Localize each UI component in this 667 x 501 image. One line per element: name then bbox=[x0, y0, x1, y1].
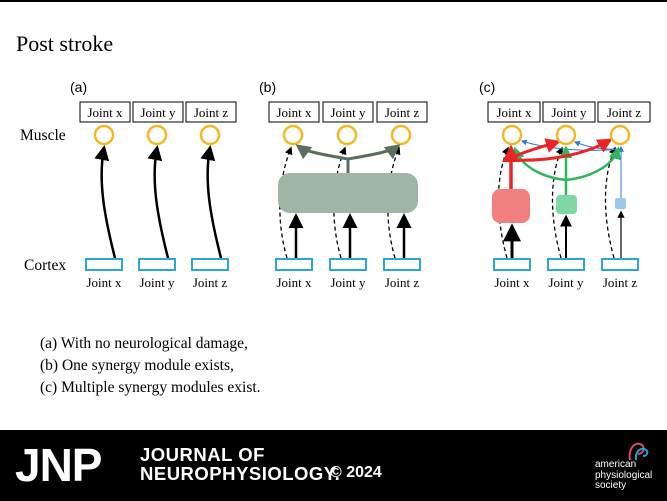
muscle-level-label: Muscle bbox=[20, 127, 66, 144]
panel-c-muscle-x bbox=[501, 124, 523, 146]
panel-c-joint-y-top: Joint y bbox=[551, 105, 587, 120]
society-line3: society bbox=[595, 480, 627, 491]
panel-c-module-red bbox=[492, 189, 530, 223]
panel-a-cortex-y bbox=[138, 258, 176, 271]
panel-a-joint-z-bottom: Joint z bbox=[193, 275, 228, 290]
panel-a-arrow-y bbox=[147, 145, 170, 259]
journal-name-line1: JOURNAL OF bbox=[140, 444, 265, 465]
journal-name-line2: NEUROPHYSIOLOGY. bbox=[140, 463, 341, 484]
panel-b-label: (b) bbox=[259, 79, 276, 95]
panel-a-joint-x-top: Joint x bbox=[87, 105, 123, 120]
panel-b-cortex-y bbox=[329, 258, 367, 271]
synergy-diagram: Muscle Cortex (a) Joint x Joint y Joint … bbox=[20, 79, 651, 290]
panel-b-joint-x-bottom: Joint x bbox=[276, 275, 312, 290]
panel-a-joint-y-box bbox=[132, 101, 184, 123]
panel-c-joint-z-top: Joint z bbox=[607, 105, 642, 120]
panel-c-cortex-z bbox=[601, 258, 639, 271]
panel-b-module-out-right bbox=[347, 144, 401, 161]
journal-footer: JNP JOURNAL OF NEUROPHYSIOLOGY. © 2024 a… bbox=[0, 430, 667, 501]
panel-b-muscle-x bbox=[282, 124, 304, 146]
panel-c-red-arrow-to-y bbox=[510, 138, 561, 160]
panel-a-arrow-z bbox=[200, 145, 223, 259]
panel-c-muscle-y bbox=[555, 124, 577, 146]
panel-a-muscle-y bbox=[146, 124, 168, 146]
panel-b-joint-z-bottom: Joint z bbox=[385, 275, 420, 290]
panel-b: (b) Joint x Joint y Joint z Joint x Join… bbox=[259, 79, 428, 290]
panel-c-module-green bbox=[556, 195, 577, 214]
journal-name: JOURNAL OF NEUROPHYSIOLOGY. bbox=[140, 445, 340, 483]
panel-b-synergy-module bbox=[278, 173, 418, 213]
panel-a-cortex-x bbox=[85, 258, 123, 271]
figure-title: Post stroke bbox=[16, 31, 114, 56]
panel-b-muscle-y bbox=[336, 124, 358, 146]
panel-c-joint-x-box bbox=[487, 101, 541, 123]
society-name: american physiological society bbox=[595, 459, 653, 492]
panel-a-joint-y-bottom: Joint y bbox=[139, 275, 175, 290]
legend-item-b: (b) One synergy module exists, bbox=[40, 357, 234, 374]
aps-logo-icon bbox=[628, 442, 649, 461]
journal-abbrev-logo: JNP bbox=[15, 439, 102, 491]
panel-a-joint-y-top: Joint y bbox=[140, 105, 176, 120]
panel-a-muscle-x bbox=[93, 124, 115, 146]
panel-c-green-arrow-to-z bbox=[565, 146, 621, 182]
panel-b-joint-y-box bbox=[322, 101, 374, 123]
panel-b-cortex-x bbox=[275, 258, 313, 271]
panel-c-module-blue bbox=[615, 198, 626, 209]
panel-c-joint-z-box bbox=[597, 101, 651, 123]
panel-c-joint-y-bottom: Joint y bbox=[548, 275, 584, 290]
panel-c: (c) Joint x Joint y Joint z bbox=[479, 79, 651, 290]
panel-b-joint-x-top: Joint x bbox=[276, 105, 312, 120]
panel-c-cortex-x bbox=[493, 258, 531, 271]
panel-c-joint-y-box bbox=[542, 101, 596, 123]
panel-b-joint-y-top: Joint y bbox=[330, 105, 366, 120]
legend-item-c: (c) Multiple synergy modules exist. bbox=[40, 379, 261, 396]
panel-b-joint-z-top: Joint z bbox=[385, 105, 420, 120]
panel-c-red-arrow-to-z bbox=[510, 138, 613, 162]
panel-c-muscle-z bbox=[609, 124, 631, 146]
panel-a: (a) Joint x Joint y Joint z Joint x Join… bbox=[70, 79, 237, 290]
panel-b-joint-x-box bbox=[268, 101, 320, 123]
panel-b-joint-y-bottom: Joint y bbox=[330, 275, 366, 290]
panel-a-muscle-z bbox=[199, 124, 221, 146]
panel-b-cortex-z bbox=[383, 258, 421, 271]
panel-c-joint-x-top: Joint x bbox=[496, 105, 532, 120]
panel-a-joint-z-top: Joint z bbox=[194, 105, 229, 120]
society-line1: american bbox=[595, 459, 637, 470]
panel-a-joint-z-box bbox=[185, 101, 237, 123]
legend-item-a: (a) With no neurological damage, bbox=[40, 335, 248, 352]
panel-b-muscle-z bbox=[390, 124, 412, 146]
society-line2: physiological bbox=[595, 469, 653, 481]
copyright-year: © 2024 bbox=[330, 464, 382, 481]
panel-c-cortex-y bbox=[547, 258, 585, 271]
panel-a-joint-x-box bbox=[79, 101, 131, 123]
panel-c-label: (c) bbox=[479, 79, 495, 95]
panel-a-label: (a) bbox=[70, 79, 87, 95]
panel-b-joint-z-box bbox=[376, 101, 428, 123]
panel-c-joint-x-bottom: Joint x bbox=[494, 275, 530, 290]
cortex-level-label: Cortex bbox=[24, 257, 66, 274]
panel-a-joint-x-bottom: Joint x bbox=[86, 275, 122, 290]
panel-a-arrow-x bbox=[94, 145, 117, 259]
top-border-line bbox=[0, 0, 667, 2]
panel-c-joint-z-bottom: Joint z bbox=[603, 275, 638, 290]
panel-a-cortex-z bbox=[191, 258, 229, 271]
panel-b-module-out-left bbox=[295, 144, 349, 161]
legend: (a) With no neurological damage, (b) One… bbox=[40, 333, 261, 399]
